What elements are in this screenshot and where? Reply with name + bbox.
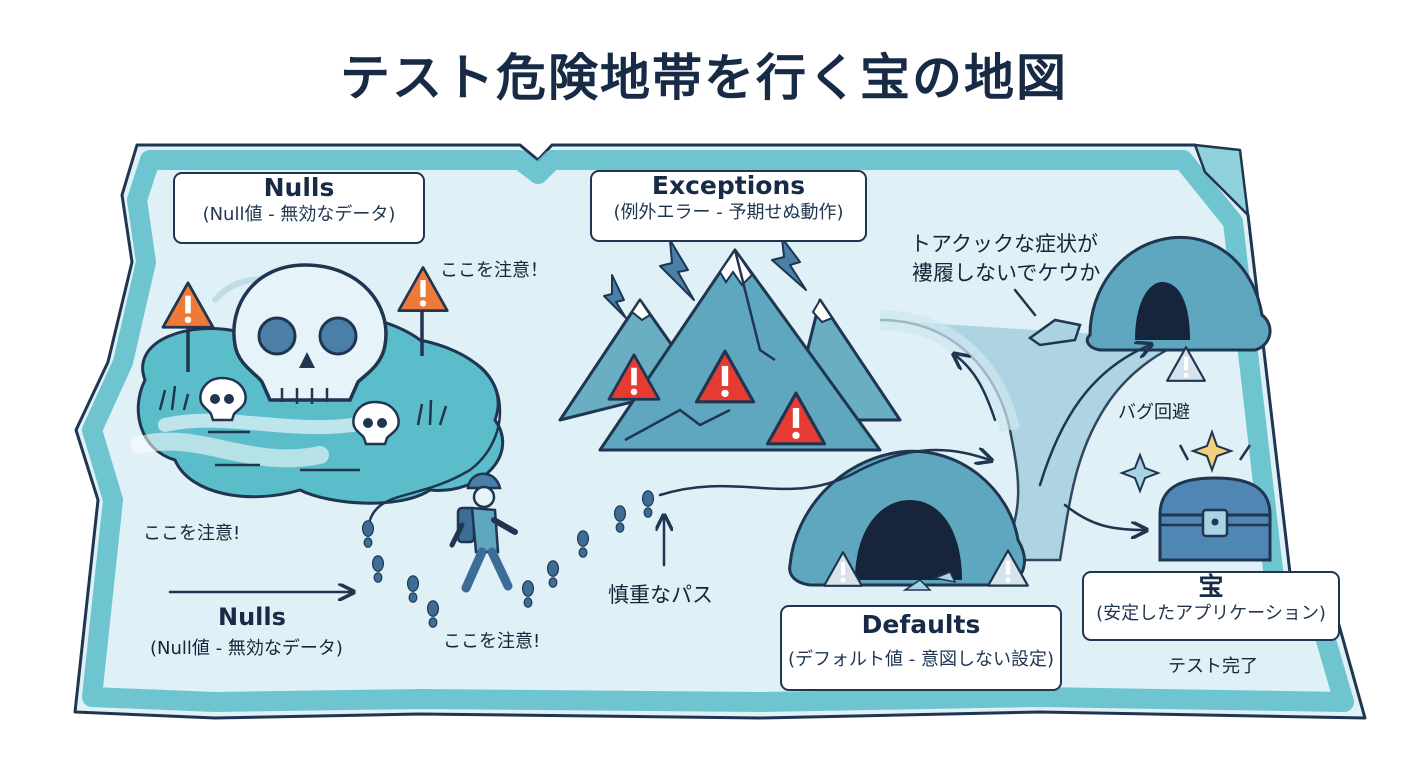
defaults-subtitle: (デフォルト値 - 意図しない設定) xyxy=(782,648,1060,671)
nulls-bottom-subtitle: (Null値 - 無効なデータ) xyxy=(150,634,343,660)
nulls-heading: Nulls xyxy=(175,174,423,203)
careful-path-label: 慎重なパス xyxy=(608,579,713,609)
treasure-box: 宝 (安定したアプリケーション) xyxy=(1082,571,1340,641)
cave-symptom-line2: 褸履しないでケウか xyxy=(912,257,1100,287)
test-complete-label: テスト完了 xyxy=(1168,652,1258,678)
nulls-box: Nulls (Null値 - 無効なデータ) xyxy=(173,172,425,244)
treasure-chest-icon xyxy=(1160,478,1270,560)
treasure-subtitle: (安定したアプリケーション) xyxy=(1084,602,1338,625)
caution-label-top: ここを注意！ xyxy=(440,256,548,282)
bug-avoid-label: バグ回避 xyxy=(1118,398,1190,424)
treasure-heading: 宝 xyxy=(1084,573,1338,602)
exceptions-heading: Exceptions xyxy=(592,172,865,201)
nulls-subtitle: (Null値 - 無効なデータ) xyxy=(175,203,423,226)
exceptions-subtitle: (例外エラー - 予期せぬ動作) xyxy=(592,201,865,224)
caution-label-left: ここを注意! xyxy=(143,519,240,545)
cave-symptom-line1: トアクックな症状が xyxy=(910,228,1098,258)
defaults-heading: Defaults xyxy=(782,611,1060,640)
nulls-bottom-heading: Nulls xyxy=(218,603,286,631)
exceptions-box: Exceptions (例外エラー - 予期せぬ動作) xyxy=(590,170,867,242)
defaults-box: Defaults (デフォルト値 - 意図しない設定) xyxy=(780,605,1062,691)
caution-label-bottom: ここを注意! xyxy=(443,627,540,653)
